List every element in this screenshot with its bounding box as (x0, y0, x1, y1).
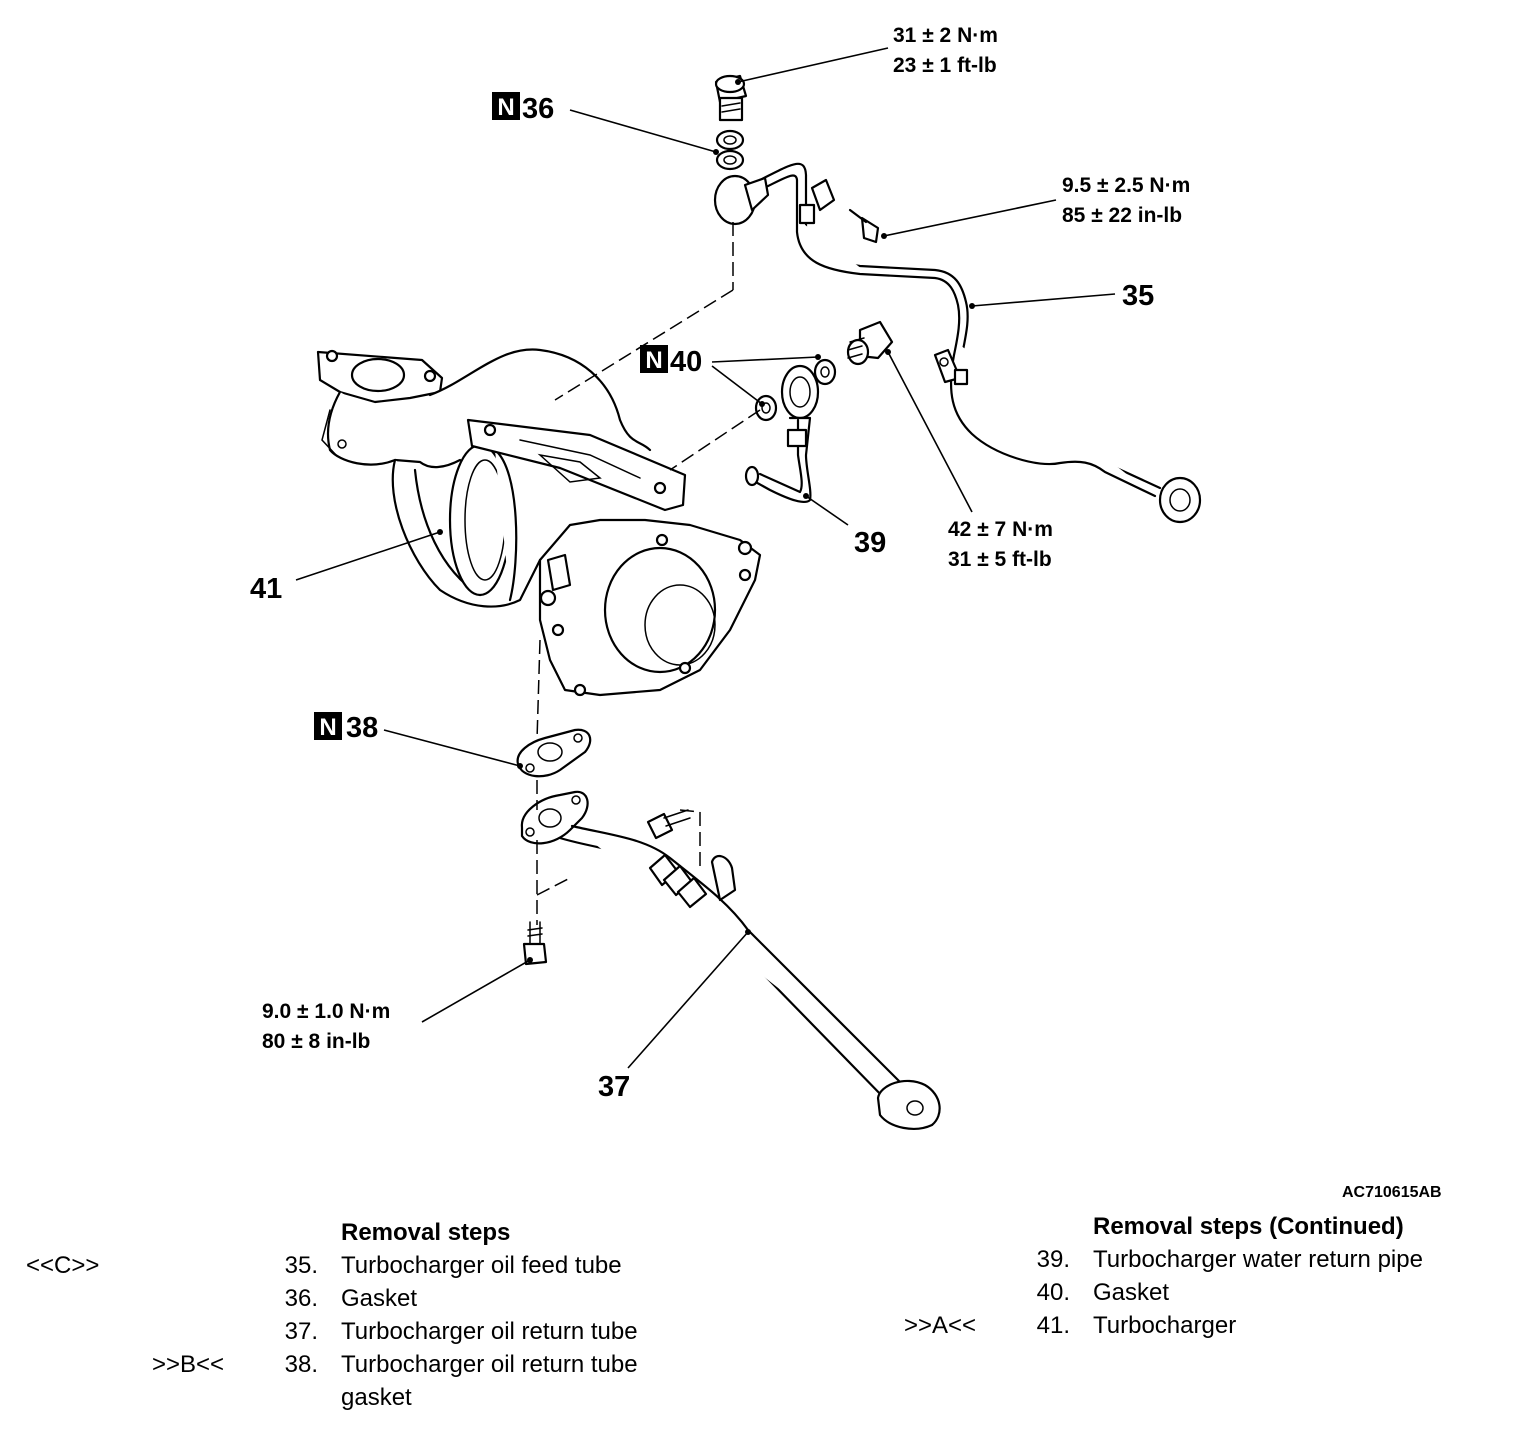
removal-steps-continued-heading: Removal steps (Continued) (1093, 1213, 1404, 1240)
water-return-pipe-drawing (744, 364, 820, 504)
removal-steps-heading: Removal steps (341, 1219, 511, 1246)
step-ref: <<C>> (26, 1252, 100, 1279)
torque-eye-bolt-imperial: 31 ± 5 ft-lb (948, 548, 1052, 571)
step-text: gasket (341, 1384, 412, 1411)
figure-code: AC710615AB (1342, 1184, 1442, 1201)
callout-38: 38 (346, 712, 378, 744)
step-row: <<C>> 35. Turbocharger oil feed tube (0, 1249, 720, 1282)
step-number: 38. (284, 1351, 318, 1378)
callout-35: 35 (1122, 280, 1154, 312)
removal-steps-left: Removal steps <<C>> 35. Turbocharger oil… (0, 1216, 720, 1416)
new-part-mark-40 (640, 345, 668, 373)
torque-clamp-imperial: 85 ± 22 in-lb (1062, 204, 1182, 227)
leader-lines (295, 47, 1116, 1069)
eye-bolt-drawing (754, 320, 894, 422)
oil-feed-tube-drawing (713, 162, 1202, 524)
removal-steps-right: Removal steps (Continued) 39. Turbocharg… (880, 1210, 1500, 1350)
step-text: Turbocharger water return pipe (1093, 1246, 1423, 1273)
step-row: 37. Turbocharger oil return tube (0, 1315, 720, 1348)
step-number: 40. (1036, 1279, 1070, 1306)
new-part-mark-36-text: N (497, 94, 514, 121)
callout-36: 36 (522, 93, 554, 125)
step-row: 40. Gasket (880, 1276, 1500, 1309)
callout-41: 41 (250, 573, 282, 605)
oil-return-gasket-drawing (516, 728, 592, 778)
step-row: gasket (0, 1381, 720, 1414)
callout-39: 39 (854, 527, 886, 559)
step-number: 41. (1036, 1312, 1070, 1339)
step-row: >>A<< 41. Turbocharger (880, 1309, 1500, 1342)
assembly-line (536, 877, 571, 896)
new-part-mark-38-text: N (319, 714, 336, 741)
turbocharger-drawing (316, 348, 762, 697)
step-number: 35. (284, 1252, 318, 1279)
step-text: Turbocharger oil feed tube (341, 1252, 622, 1279)
banjo-bolt-top-drawing (714, 74, 748, 171)
callout-37: 37 (598, 1071, 630, 1103)
step-row: 39. Turbocharger water return pipe (880, 1243, 1500, 1276)
torque-bottom-metric: 9.0 ± 1.0 N·m (262, 1000, 390, 1023)
step-number: 37. (284, 1318, 318, 1345)
step-text: Gasket (1093, 1279, 1170, 1306)
assembly-line (669, 409, 761, 471)
clamp-bolt-drawing (848, 208, 880, 244)
step-row: >>B<< 38. Turbocharger oil return tube (0, 1348, 720, 1381)
step-text: Turbocharger (1093, 1312, 1237, 1339)
step-number: 39. (1036, 1246, 1070, 1273)
step-row: 36. Gasket (0, 1282, 720, 1315)
new-part-mark-40-text: N (645, 347, 662, 374)
step-number: 36. (284, 1285, 318, 1312)
torque-clamp-metric: 9.5 ± 2.5 N·m (1062, 174, 1190, 197)
step-text: Gasket (341, 1285, 418, 1312)
step-text: Turbocharger oil return tube (341, 1318, 638, 1345)
torque-bottom-imperial: 80 ± 8 in-lb (262, 1030, 370, 1053)
torque-eye-bolt-metric: 42 ± 7 N·m (948, 518, 1053, 541)
step-ref: >>B<< (152, 1351, 225, 1378)
new-part-mark-36 (492, 92, 520, 120)
oil-return-tube-drawing (520, 790, 941, 1130)
new-part-mark-38 (314, 712, 342, 740)
torque-banjo-top-metric: 31 ± 2 N·m (893, 24, 998, 47)
assembly-line (679, 809, 701, 813)
torque-banjo-top-imperial: 23 ± 1 ft-lb (893, 54, 997, 77)
step-ref: >>A<< (904, 1312, 977, 1339)
oil-return-bolts-drawing (522, 809, 691, 966)
step-text: Turbocharger oil return tube (341, 1351, 638, 1378)
callout-40: 40 (670, 346, 702, 378)
assembly-line (536, 639, 541, 741)
